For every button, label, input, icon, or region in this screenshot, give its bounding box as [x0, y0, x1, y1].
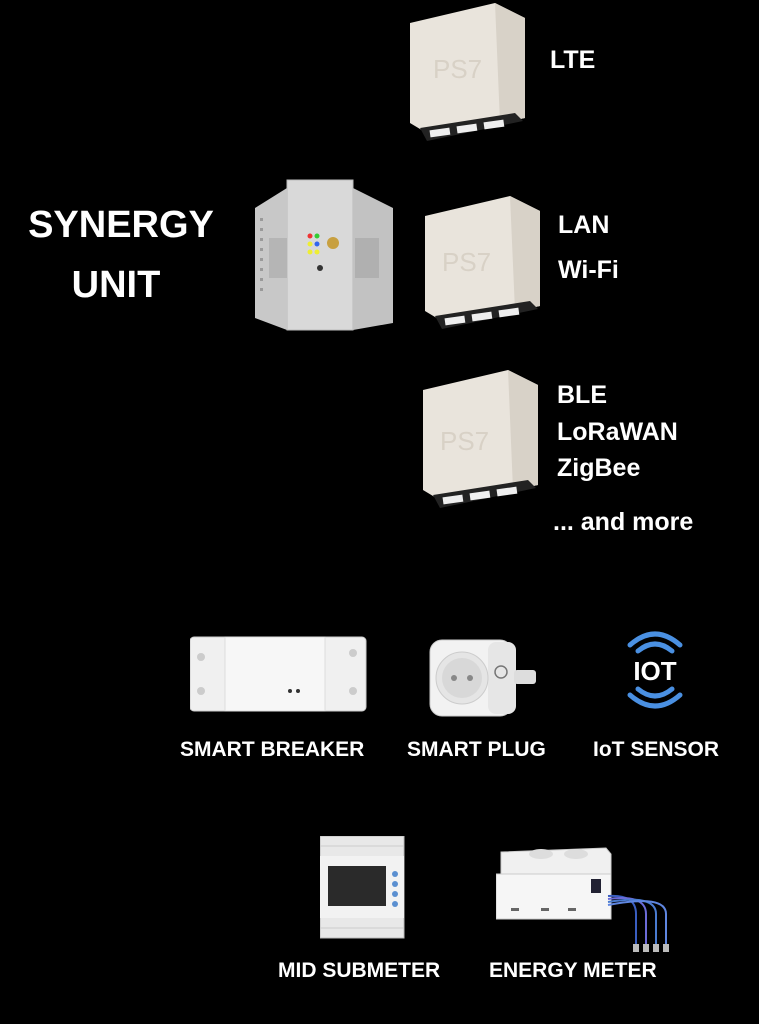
device-label-iot-sensor: IoT SENSOR	[593, 738, 720, 761]
gateway-label-lte: LTE	[550, 46, 596, 74]
smart-breaker-icon	[190, 635, 368, 715]
energy-meter-icon	[496, 844, 676, 956]
gateway-device-ble-lora-zigbee: PS7	[418, 370, 543, 515]
submeter-icon	[320, 836, 406, 940]
gateway-label-wifi: Wi-Fi	[558, 256, 619, 284]
device-label-mid-submeter: MID SUBMETER	[278, 959, 441, 982]
device-label-smart-plug: SMART PLUG	[407, 738, 546, 761]
iot-icon: IOT	[618, 625, 692, 717]
gateway-logo-text: PS7	[442, 247, 491, 277]
synergy-title-line1: SYNERGY	[28, 204, 214, 246]
gateway-label-zigbee: ZigBee	[557, 454, 641, 482]
gateway-label-ble: BLE	[557, 381, 607, 409]
more-label: ... and more	[553, 508, 694, 536]
iot-icon-text: IOT	[633, 656, 676, 686]
gateway-label-lorawan: LoRaWAN	[557, 418, 678, 446]
gateway-device-lan-wifi: PS7	[420, 196, 545, 331]
gateway-logo-text: PS7	[440, 426, 489, 456]
synergy-unit-image	[255, 178, 395, 333]
device-label-energy-meter: ENERGY METER	[489, 959, 657, 982]
synergy-title-line2: UNIT	[71, 264, 161, 306]
gateway-label-lan: LAN	[558, 211, 610, 239]
smart-plug-icon	[428, 638, 540, 718]
device-label-smart-breaker: SMART BREAKER	[180, 738, 365, 761]
gateway-logo-text: PS7	[433, 54, 482, 84]
gateway-device-lte: PS7	[405, 3, 530, 143]
